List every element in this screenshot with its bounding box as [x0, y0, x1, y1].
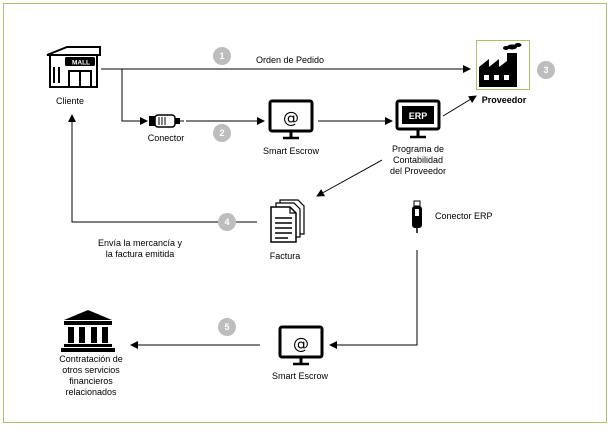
arrow-conector-erp-to-escrow [329, 250, 418, 349]
step-badge-2: 2 [213, 124, 231, 142]
erp-label-line2: Contabilidad [392, 155, 444, 165]
erp-label-line1: Programa de [391, 144, 445, 154]
mall-icon: MALL [45, 43, 105, 91]
erp-label: Programa de Contabilidad del Proveedor [374, 144, 462, 177]
envio-label: Envía la mercancía y la factura emitida [85, 238, 195, 260]
step-badge-3: 3 [537, 61, 555, 79]
smart-escrow-bottom-label: Smart Escrow [271, 371, 328, 381]
servicios-label-line2: otros servicios [62, 365, 120, 375]
bank-icon [60, 308, 116, 352]
erp-label-line3: del Proveedor [389, 166, 447, 176]
servicios-label: Contratación de otros servicios financie… [46, 354, 136, 398]
diagram-frame [3, 3, 607, 423]
svg-text:@: @ [283, 108, 299, 127]
servicios-label-line1: Contratación de [59, 354, 123, 364]
servicios-label-line3: financieros [69, 376, 113, 386]
cliente-label: Cliente [55, 96, 84, 106]
step-badge-1: 1 [213, 47, 231, 65]
arrow-erp-to-factura [316, 159, 383, 197]
arrow-to-conector [121, 69, 148, 125]
envio-label-line2: la factura emitida [105, 249, 175, 259]
conector-erp-label: Conector ERP [435, 211, 493, 221]
svg-text:@: @ [293, 334, 309, 353]
plug-icon [147, 112, 185, 130]
monitor-at-icon: @ [266, 99, 316, 141]
factura-label: Factura [269, 251, 301, 261]
step-badge-5: 5 [218, 318, 236, 336]
servicios-label-line4: relacionados [65, 387, 117, 397]
smart-escrow-top-label: Smart Escrow [262, 146, 319, 156]
proveedor-label: Proveedor [481, 95, 527, 105]
arrow-factura-to-cliente [68, 114, 257, 223]
erp-badge-text: ERP [409, 111, 428, 121]
envio-label-line1: Envía la mercancía y [97, 238, 183, 248]
erp-monitor-icon: ERP [394, 99, 442, 141]
documents-icon [268, 198, 308, 244]
orden-pedido-label: Orden de Pedido [255, 55, 325, 65]
factory-icon [476, 40, 530, 90]
conector-label: Conector [147, 133, 185, 143]
monitor-at-icon-bottom: @ [276, 325, 326, 367]
usb-icon [408, 200, 426, 234]
step-badge-4: 4 [218, 213, 236, 231]
mall-sign-text: MALL [72, 60, 90, 67]
arrow-erp-to-proveedor [442, 95, 477, 117]
